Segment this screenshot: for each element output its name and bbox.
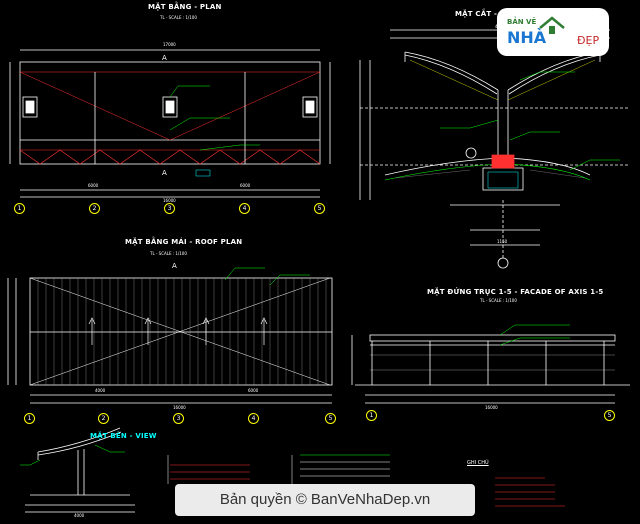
axis-bubble-3: 3 — [164, 203, 175, 214]
dim-plan-left: 6000 — [88, 183, 99, 188]
logo-line-3: ĐẸP — [577, 34, 600, 47]
axis-bubble-4: 4 — [239, 203, 250, 214]
roof-plan-view — [7, 267, 333, 404]
section-mark-a-bottom: A — [162, 169, 167, 177]
house-icon — [539, 16, 565, 34]
axis-bubble-roof-4: 4 — [248, 413, 259, 424]
axis-bubble-5: 5 — [314, 203, 325, 214]
brand-logo: BẢN VẼ NHÀ ĐẸP — [497, 8, 609, 56]
axis-bubble-roof-3: 3 — [173, 413, 184, 424]
section-mark-a-roof: A — [172, 262, 177, 270]
plan-view — [9, 49, 331, 198]
section-view — [359, 29, 630, 269]
notes-title: GHI CHÚ — [467, 460, 489, 466]
facade-view — [351, 324, 630, 404]
dim-plan-top: 17000 — [163, 42, 176, 47]
dim-roof-total: 16000 — [173, 405, 186, 410]
dim-plan-right: 6000 — [240, 183, 251, 188]
side-view-title: MẶT BÊN - VIEW — [90, 432, 157, 440]
dim-roof-left: 4000 — [95, 388, 106, 393]
axis-bubble-roof-2: 2 — [98, 413, 109, 424]
axis-bubble-facade-1: 1 — [366, 410, 377, 421]
roof-plan-title: MẶT BẰNG MÁI - ROOF PLAN — [125, 238, 243, 246]
facade-scale: TL - SCALE : 1/100 — [480, 298, 517, 303]
section-title: MẶT CẮT - SECT — [455, 10, 521, 18]
roof-sheeting-lines — [37, 278, 327, 385]
axis-bubble-roof-5: 5 — [325, 413, 336, 424]
side-view — [20, 427, 135, 513]
plan-title: MẶT BẰNG - PLAN — [148, 3, 222, 11]
axis-bubble-roof-1: 1 — [24, 413, 35, 424]
copyright-watermark: Bản quyền © BanVeNhaDep.vn — [175, 484, 475, 516]
section-mark-a-top: A — [162, 54, 167, 62]
roof-plan-scale: TL - SCALE : 1/100 — [150, 251, 187, 256]
axis-bubble-1: 1 — [14, 203, 25, 214]
notes-block — [167, 454, 565, 507]
dim-side-base: 4000 — [74, 513, 85, 518]
plan-scale: TL - SCALE : 1/100 — [160, 15, 197, 20]
facade-title: MẶT ĐỨNG TRỤC 1-5 - FACADE OF AXIS 1-5 — [427, 288, 604, 296]
axis-bubble-2: 2 — [89, 203, 100, 214]
dim-roof-right: 6000 — [248, 388, 259, 393]
dim-plan-total: 16000 — [163, 198, 176, 203]
logo-line-1: BẢN VẼ — [507, 18, 537, 26]
logo-line-2: NHÀ — [507, 28, 547, 47]
dim-section-base: 1150 — [497, 239, 508, 244]
axis-bubble-facade-5: 5 — [604, 410, 615, 421]
dim-facade-total: 16000 — [485, 405, 498, 410]
